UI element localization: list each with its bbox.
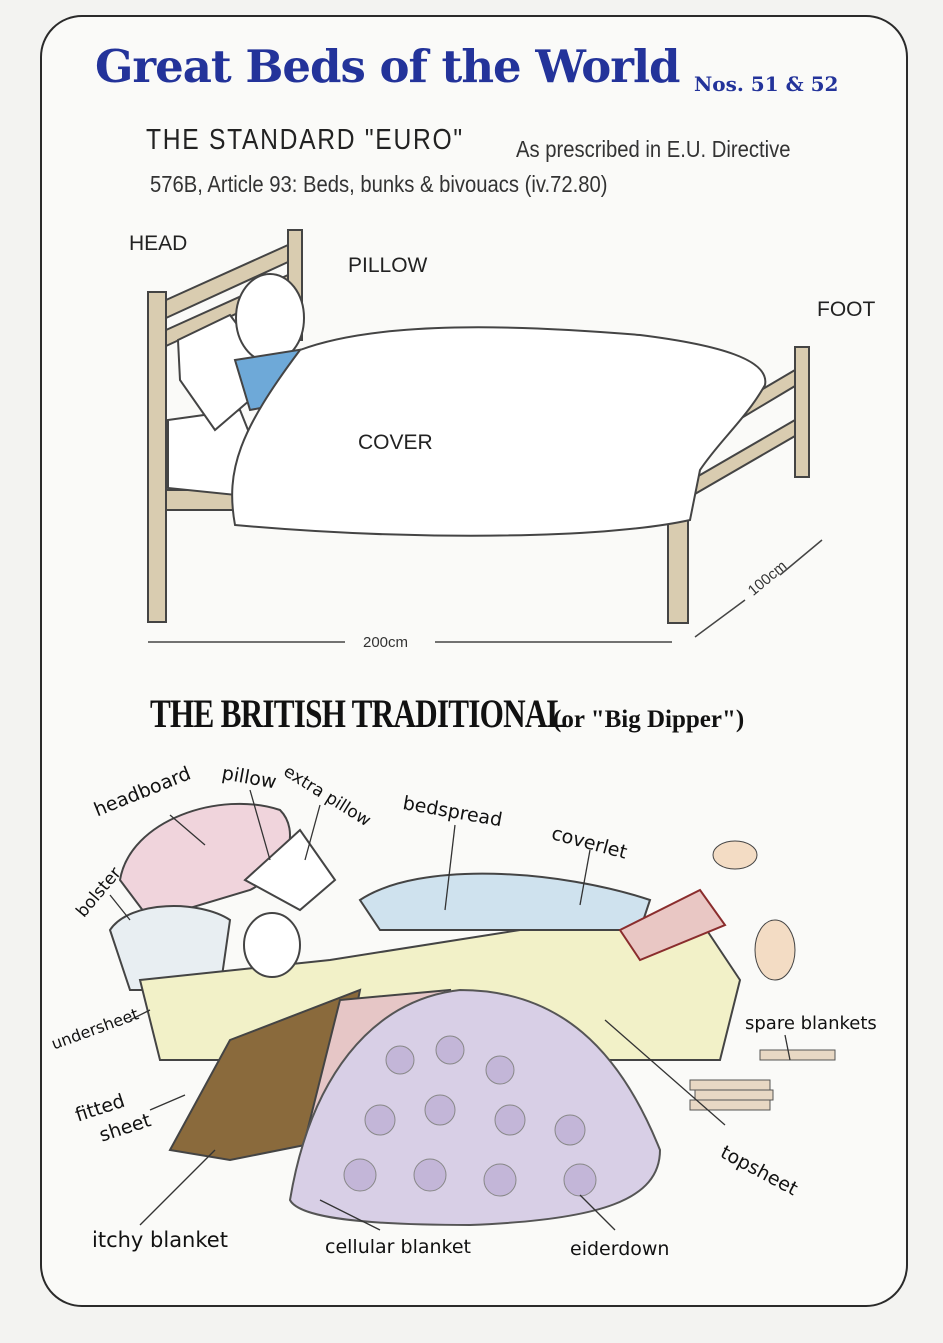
dimension-length: 200cm: [363, 634, 409, 651]
label-head: HEAD: [129, 232, 188, 255]
euro-subtitle-1: As prescribed in E.U. Directive: [516, 136, 791, 162]
page-title: Great Beds of the World: [95, 40, 680, 93]
label-itchy-blanket: itchy blanket: [92, 1228, 228, 1252]
issue-number: Nos. 51 & 52: [694, 72, 839, 96]
british-alias: (or "Big Dipper"): [553, 706, 745, 733]
british-heading: THE BRITISH TRADITIONAL: [150, 691, 567, 736]
label-cellular-blanket: cellular blanket: [325, 1236, 471, 1258]
euro-heading: THE STANDARD "EURO": [146, 124, 464, 156]
euro-subtitle-2: 576B, Article 93: Beds, bunks & bivouacs…: [150, 171, 608, 197]
label-eiderdown: eiderdown: [570, 1238, 670, 1260]
label-foot: FOOT: [817, 298, 876, 321]
label-spare-blankets: spare blankets: [745, 1013, 877, 1034]
label-cover: COVER: [358, 431, 433, 454]
label-pillow: PILLOW: [348, 254, 428, 277]
